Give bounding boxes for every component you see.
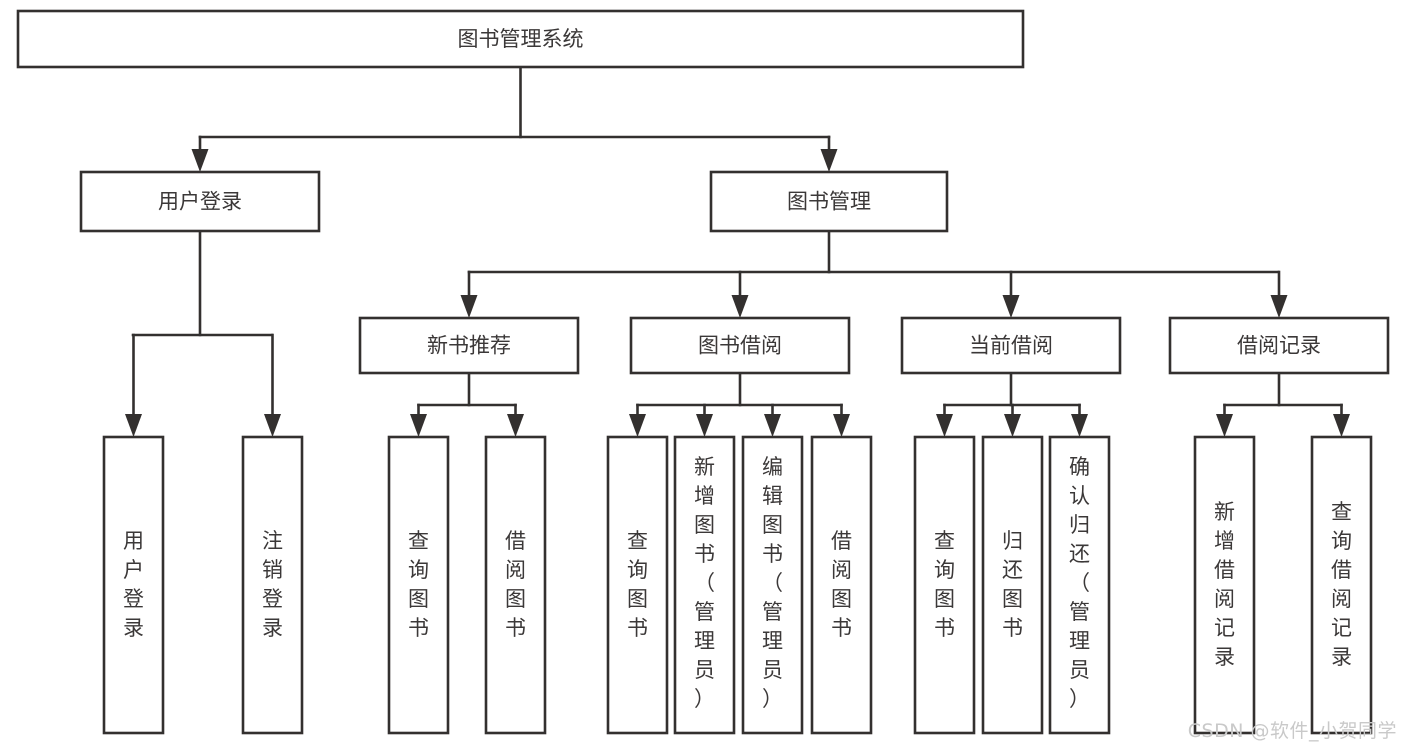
node-leaf-10-border [1048, 435, 1111, 735]
node-level3-0[interactable]: 新书推荐 [358, 316, 580, 375]
node-leaf-4[interactable]: 查询图书 [606, 435, 669, 735]
node-level3-3[interactable]: 借阅记录 [1168, 316, 1390, 375]
arrow-down-icon-root-1 [820, 149, 838, 172]
node-level3-2[interactable]: 当前借阅 [900, 316, 1122, 375]
node-level2-0-label: 用户登录 [158, 190, 242, 214]
arrow-down-icon-group-2-0 [936, 414, 953, 437]
node-root-label: 图书管理系统 [458, 27, 584, 51]
node-leaf-7[interactable]: 借阅图书 [810, 435, 873, 735]
node-leaf-11-label: 新增借阅记录 [1214, 500, 1235, 669]
node-leaf-10-label: 确认归还（管理员） [1069, 455, 1090, 711]
arrow-down-icon-level3-2 [1002, 295, 1020, 318]
arrow-down-icon-login-leaf-1 [264, 414, 281, 437]
node-leaf-0-label: 用户登录 [123, 529, 144, 640]
node-level2-1-border [709, 170, 949, 233]
node-leaf-11-border [1193, 435, 1256, 735]
arrow-down-icon-login-leaf-0 [125, 414, 142, 437]
node-root[interactable]: 图书管理系统 [16, 9, 1025, 69]
node-leaf-2-border [387, 435, 450, 735]
arrow-down-icon-level3-3 [1270, 295, 1288, 318]
connectors-layer [125, 65, 1350, 437]
node-leaf-5[interactable]: 新增图书（管理员） [673, 435, 736, 735]
arrow-down-icon-root-0 [191, 149, 209, 172]
node-leaf-1-border [241, 435, 304, 735]
nodes-layer: 图书管理系统用户登录图书管理新书推荐图书借阅当前借阅借阅记录用户登录注销登录查询… [16, 9, 1390, 735]
node-level3-1-label: 图书借阅 [698, 334, 782, 358]
arrow-down-icon-group-2-2 [1071, 414, 1088, 437]
arrow-down-icon-group-1-0 [629, 414, 646, 437]
node-level2-1-label: 图书管理 [787, 190, 871, 214]
node-leaf-12[interactable]: 查询借阅记录 [1310, 435, 1373, 735]
node-leaf-4-border [606, 435, 669, 735]
arrow-down-icon-group-1-3 [833, 414, 850, 437]
node-leaf-5-label: 新增图书（管理员） [694, 455, 715, 711]
arrow-down-icon-group-1-1 [696, 414, 713, 437]
node-leaf-8-label: 查询图书 [934, 529, 955, 640]
node-leaf-6-label: 编辑图书（管理员） [762, 455, 783, 711]
node-leaf-4-label: 查询图书 [627, 529, 648, 640]
arrow-down-icon-group-0-1 [507, 414, 524, 437]
node-leaf-1-label: 注销登录 [262, 529, 283, 640]
node-level2-0-border [79, 170, 321, 233]
node-leaf-9[interactable]: 归还图书 [981, 435, 1044, 735]
node-leaf-7-border [810, 435, 873, 735]
node-leaf-11[interactable]: 新增借阅记录 [1193, 435, 1256, 735]
node-leaf-9-border [981, 435, 1044, 735]
node-leaf-2[interactable]: 查询图书 [387, 435, 450, 735]
node-leaf-3[interactable]: 借阅图书 [484, 435, 547, 735]
node-level3-0-border [358, 316, 580, 375]
node-leaf-9-label: 归还图书 [1002, 529, 1023, 640]
node-level3-3-border [1168, 316, 1390, 375]
node-leaf-0[interactable]: 用户登录 [102, 435, 165, 735]
arrow-down-icon-group-3-0 [1216, 414, 1233, 437]
node-leaf-3-border [484, 435, 547, 735]
arrow-down-icon-group-2-1 [1004, 414, 1021, 437]
node-leaf-0-border [102, 435, 165, 735]
node-level3-3-label: 借阅记录 [1237, 334, 1321, 358]
node-leaf-8[interactable]: 查询图书 [913, 435, 976, 735]
node-leaf-5-border [673, 435, 736, 735]
node-leaf-1[interactable]: 注销登录 [241, 435, 304, 735]
node-level3-1-border [629, 316, 851, 375]
node-leaf-8-border [913, 435, 976, 735]
arrow-down-icon-level3-1 [731, 295, 749, 318]
arrow-down-icon-group-0-0 [410, 414, 427, 437]
node-leaf-7-label: 借阅图书 [831, 529, 852, 640]
node-level3-2-label: 当前借阅 [969, 334, 1053, 358]
node-level2-1[interactable]: 图书管理 [709, 170, 949, 233]
node-leaf-2-label: 查询图书 [408, 529, 429, 640]
arrow-down-icon-group-3-1 [1333, 414, 1350, 437]
node-root-border [16, 9, 1025, 69]
node-level2-0[interactable]: 用户登录 [79, 170, 321, 233]
arrow-down-icon-group-1-2 [764, 414, 781, 437]
node-leaf-3-label: 借阅图书 [505, 529, 526, 640]
node-leaf-6[interactable]: 编辑图书（管理员） [741, 435, 804, 735]
node-level3-2-border [900, 316, 1122, 375]
node-leaf-12-label: 查询借阅记录 [1331, 500, 1352, 669]
node-leaf-6-border [741, 435, 804, 735]
arrow-down-icon-level3-0 [460, 295, 478, 318]
node-level3-0-label: 新书推荐 [427, 334, 511, 358]
node-leaf-10[interactable]: 确认归还（管理员） [1048, 435, 1111, 735]
node-level3-1[interactable]: 图书借阅 [629, 316, 851, 375]
node-leaf-12-border [1310, 435, 1373, 735]
